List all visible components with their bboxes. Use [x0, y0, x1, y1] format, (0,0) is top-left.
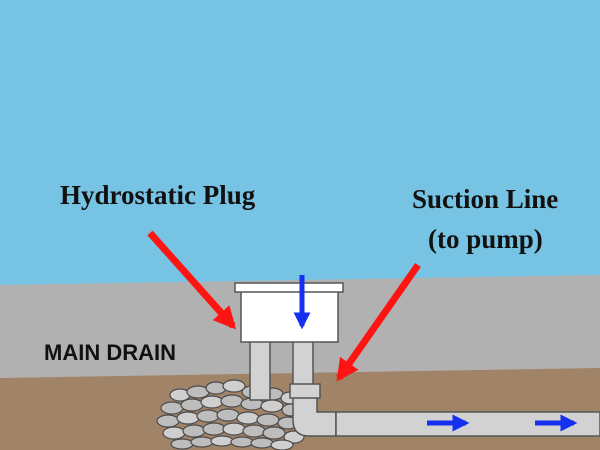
gravel-stone	[180, 398, 204, 412]
pipe-elbow	[292, 389, 337, 437]
gravel-stone	[170, 438, 194, 450]
plug-lid	[234, 282, 344, 293]
gravel-stone	[160, 401, 184, 415]
gravel-stone	[262, 426, 286, 440]
hydrostatic-plug-label: Hydrostatic Plug	[60, 180, 256, 210]
gravel-stone	[256, 413, 280, 427]
gravel-stone	[250, 437, 274, 449]
gravel-stone	[222, 422, 246, 436]
gravel-stone	[236, 411, 260, 425]
hydrostatic-plug-box	[240, 289, 339, 343]
gravel-stone	[190, 436, 214, 448]
gravel-stone	[220, 394, 244, 408]
gravel-stone	[156, 414, 180, 428]
gravel-stone	[202, 422, 226, 436]
gravel-stone	[222, 379, 246, 393]
gravel-stone	[242, 424, 266, 438]
suction-line-label: Suction Line	[412, 184, 559, 214]
callout-arrow-suction	[336, 262, 421, 382]
gravel-stone	[176, 411, 200, 425]
gravel-stone	[196, 409, 220, 423]
elbow-collar	[289, 383, 321, 399]
gravel-stone	[230, 436, 254, 448]
main-drain-label: MAIN DRAIN	[44, 340, 176, 365]
gravel-stone	[216, 408, 240, 422]
pool-water	[0, 0, 600, 290]
gravel-stone	[200, 395, 224, 409]
gravel-stone	[162, 426, 186, 440]
gravel-stone	[270, 439, 294, 450]
callout-arrow-plug	[147, 230, 236, 330]
gravel-stone	[182, 424, 206, 438]
drain-pipe-left	[249, 339, 271, 401]
gravel-stone	[210, 435, 234, 447]
gravel-stone	[260, 399, 284, 413]
suction-line-sublabel: (to pump)	[428, 224, 543, 254]
